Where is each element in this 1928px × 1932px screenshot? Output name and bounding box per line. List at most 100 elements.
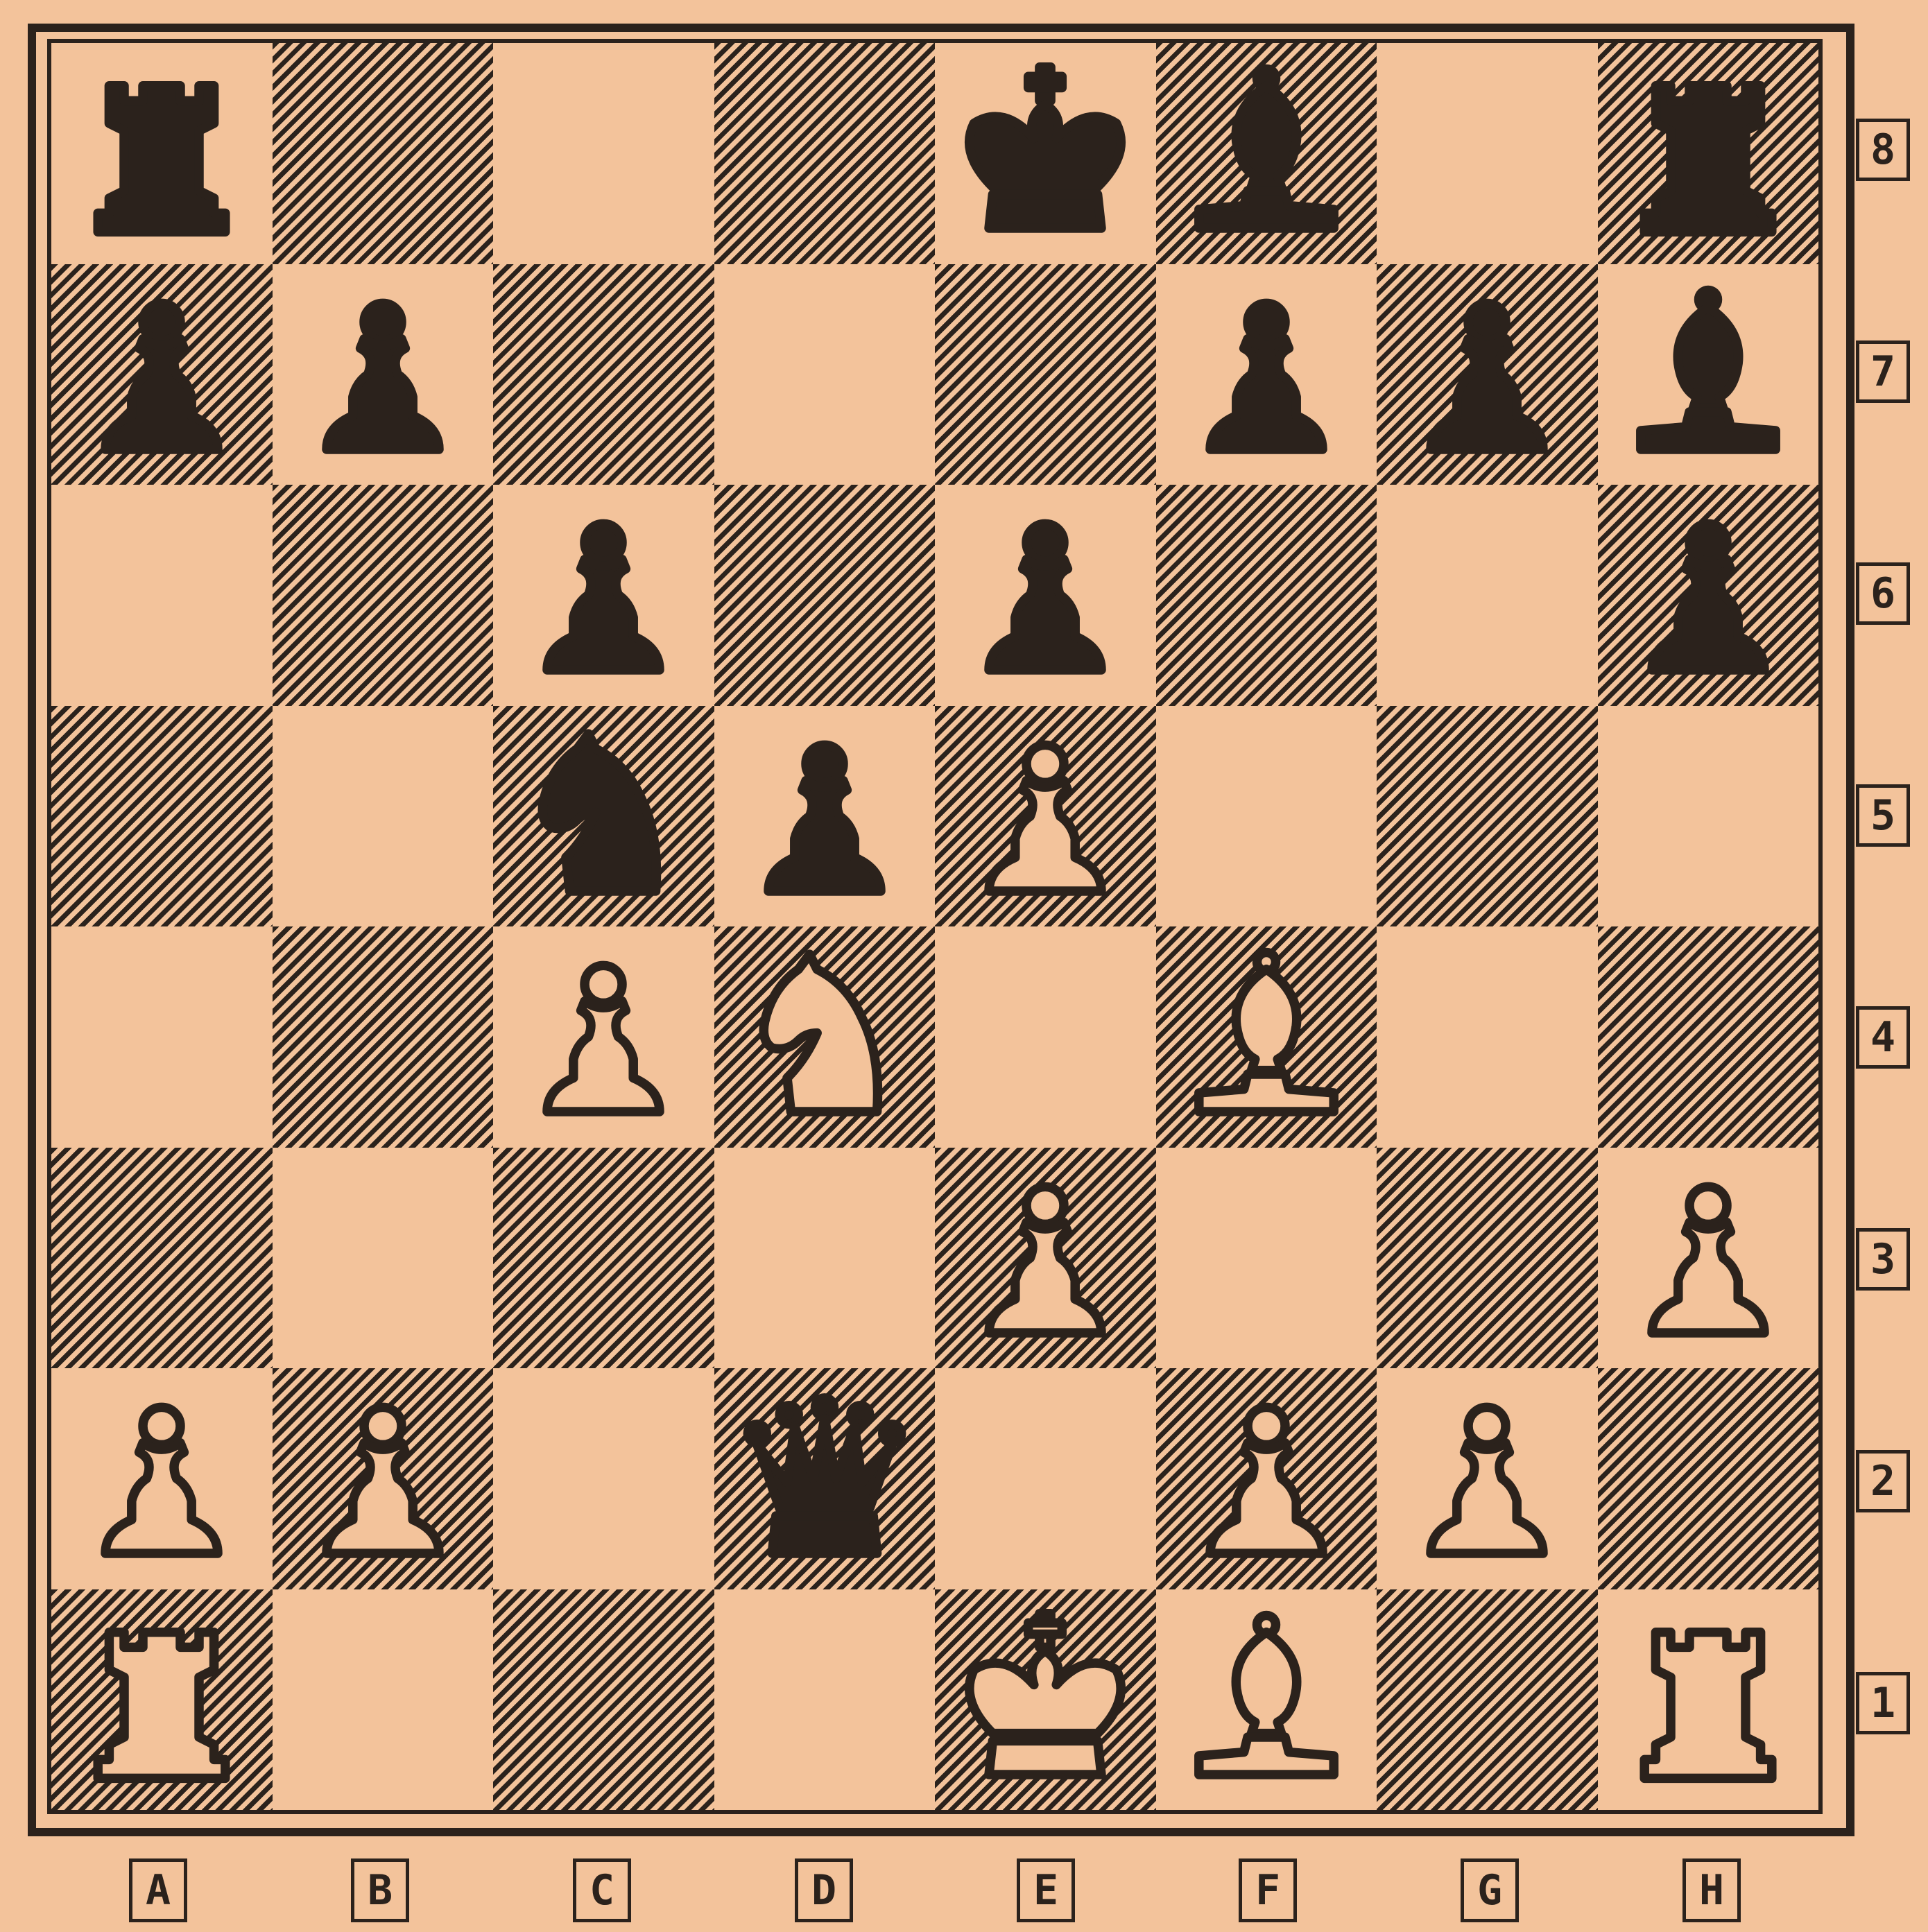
square-b1[interactable] (273, 1589, 494, 1811)
square-e4[interactable] (935, 926, 1156, 1148)
square-a3[interactable] (51, 1148, 273, 1369)
square-c8[interactable] (493, 43, 714, 264)
square-d2[interactable] (714, 1368, 936, 1589)
square-f5[interactable] (1156, 706, 1377, 927)
black-queen-icon[interactable] (714, 1368, 936, 1589)
square-h1[interactable] (1598, 1589, 1819, 1811)
square-b3[interactable] (273, 1148, 494, 1369)
white-pawn-icon[interactable] (493, 926, 714, 1148)
square-c3[interactable] (493, 1148, 714, 1369)
square-b8[interactable] (273, 43, 494, 264)
white-pawn-icon[interactable] (1377, 1368, 1598, 1589)
square-h2[interactable] (1598, 1368, 1819, 1589)
square-f4[interactable] (1156, 926, 1377, 1148)
white-king-icon[interactable] (935, 1589, 1156, 1811)
square-g8[interactable] (1377, 43, 1598, 264)
square-h7[interactable] (1598, 264, 1819, 485)
square-c2[interactable] (493, 1368, 714, 1589)
chess-board[interactable] (47, 39, 1823, 1814)
square-c1[interactable] (493, 1589, 714, 1811)
square-d5[interactable] (714, 706, 936, 927)
square-g2[interactable] (1377, 1368, 1598, 1589)
square-h3[interactable] (1598, 1148, 1819, 1369)
square-c6[interactable] (493, 485, 714, 706)
square-b6[interactable] (273, 485, 494, 706)
white-pawn-icon[interactable] (1156, 1368, 1377, 1589)
square-f2[interactable] (1156, 1368, 1377, 1589)
square-a8[interactable] (51, 43, 273, 264)
rank-label-2: 2 (1856, 1450, 1910, 1512)
black-pawn-icon[interactable] (935, 485, 1156, 706)
square-e7[interactable] (935, 264, 1156, 485)
white-bishop-icon[interactable] (1156, 1589, 1377, 1811)
white-pawn-icon[interactable] (273, 1368, 494, 1589)
square-g7[interactable] (1377, 264, 1598, 485)
black-rook-icon[interactable] (51, 43, 273, 264)
square-e1[interactable] (935, 1589, 1156, 1811)
black-pawn-icon[interactable] (493, 485, 714, 706)
square-g3[interactable] (1377, 1148, 1598, 1369)
square-f6[interactable] (1156, 485, 1377, 706)
white-pawn-icon[interactable] (1598, 1148, 1819, 1369)
square-a7[interactable] (51, 264, 273, 485)
black-bishop-icon[interactable] (1598, 264, 1819, 485)
square-h5[interactable] (1598, 706, 1819, 927)
square-d1[interactable] (714, 1589, 936, 1811)
square-c4[interactable] (493, 926, 714, 1148)
square-g1[interactable] (1377, 1589, 1598, 1811)
square-a2[interactable] (51, 1368, 273, 1589)
white-pawn-icon[interactable] (935, 1148, 1156, 1369)
square-e3[interactable] (935, 1148, 1156, 1369)
square-h8[interactable] (1598, 43, 1819, 264)
square-f1[interactable] (1156, 1589, 1377, 1811)
square-e6[interactable] (935, 485, 1156, 706)
file-label-d: D (795, 1858, 853, 1922)
white-rook-icon[interactable] (1598, 1589, 1819, 1811)
file-label-g: G (1461, 1858, 1519, 1922)
square-a4[interactable] (51, 926, 273, 1148)
square-d6[interactable] (714, 485, 936, 706)
square-g6[interactable] (1377, 485, 1598, 706)
square-f8[interactable] (1156, 43, 1377, 264)
square-b5[interactable] (273, 706, 494, 927)
square-b7[interactable] (273, 264, 494, 485)
square-g5[interactable] (1377, 706, 1598, 927)
square-g4[interactable] (1377, 926, 1598, 1148)
white-bishop-icon[interactable] (1156, 926, 1377, 1148)
square-b4[interactable] (273, 926, 494, 1148)
black-king-icon[interactable] (935, 43, 1156, 264)
square-e2[interactable] (935, 1368, 1156, 1589)
black-bishop-icon[interactable] (1156, 43, 1377, 264)
square-d4[interactable] (714, 926, 936, 1148)
square-a6[interactable] (51, 485, 273, 706)
white-pawn-icon[interactable] (51, 1368, 273, 1589)
black-pawn-icon[interactable] (714, 706, 936, 927)
white-knight-icon[interactable] (714, 926, 936, 1148)
square-e8[interactable] (935, 43, 1156, 264)
square-a1[interactable] (51, 1589, 273, 1811)
square-e5[interactable] (935, 706, 1156, 927)
square-b2[interactable] (273, 1368, 494, 1589)
rank-label-4: 4 (1856, 1006, 1910, 1069)
black-pawn-icon[interactable] (51, 264, 273, 485)
white-pawn-icon[interactable] (935, 706, 1156, 927)
square-d7[interactable] (714, 264, 936, 485)
square-f3[interactable] (1156, 1148, 1377, 1369)
square-c7[interactable] (493, 264, 714, 485)
square-c5[interactable] (493, 706, 714, 927)
square-a5[interactable] (51, 706, 273, 927)
file-label-c: C (573, 1858, 631, 1922)
square-f7[interactable] (1156, 264, 1377, 485)
rank-label-6: 6 (1856, 562, 1910, 625)
black-pawn-icon[interactable] (1377, 264, 1598, 485)
black-knight-icon[interactable] (493, 706, 714, 927)
black-rook-icon[interactable] (1598, 43, 1819, 264)
square-h6[interactable] (1598, 485, 1819, 706)
square-d8[interactable] (714, 43, 936, 264)
square-h4[interactable] (1598, 926, 1819, 1148)
black-pawn-icon[interactable] (273, 264, 494, 485)
black-pawn-icon[interactable] (1156, 264, 1377, 485)
black-pawn-icon[interactable] (1598, 485, 1819, 706)
square-d3[interactable] (714, 1148, 936, 1369)
white-rook-icon[interactable] (51, 1589, 273, 1811)
